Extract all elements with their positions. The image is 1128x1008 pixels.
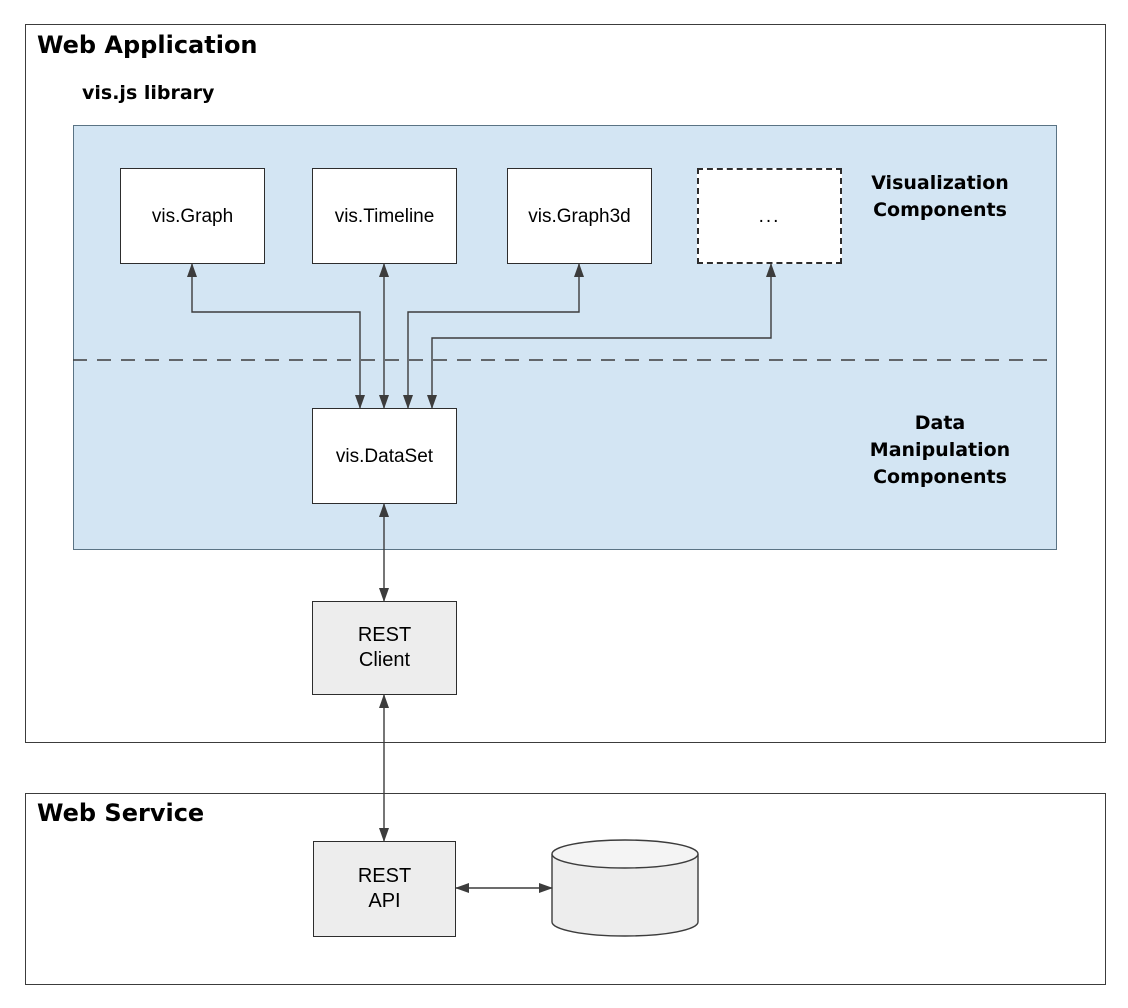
- node-vis-timeline: vis.Timeline: [312, 168, 457, 264]
- node-vis-graph: vis.Graph: [120, 168, 265, 264]
- data-cylinder-label: Data: [603, 879, 647, 902]
- node-rest-api: REST API: [313, 841, 456, 937]
- web-application-title: Web Application: [37, 31, 258, 59]
- web-application-container: [25, 24, 1106, 743]
- visjs-library-label: vis.js library: [82, 82, 215, 104]
- node-vis-graph3d: vis.Graph3d: [507, 168, 652, 264]
- web-service-container: [25, 793, 1106, 985]
- node-rest-client: REST Client: [312, 601, 457, 695]
- node-vis-dataset: vis.DataSet: [312, 408, 457, 504]
- web-service-title: Web Service: [37, 799, 205, 827]
- visualization-components-label: Visualization Components: [871, 172, 1009, 221]
- data-manipulation-components-label: Data Manipulation Components: [869, 412, 1011, 488]
- node-more-components: ...: [697, 168, 842, 264]
